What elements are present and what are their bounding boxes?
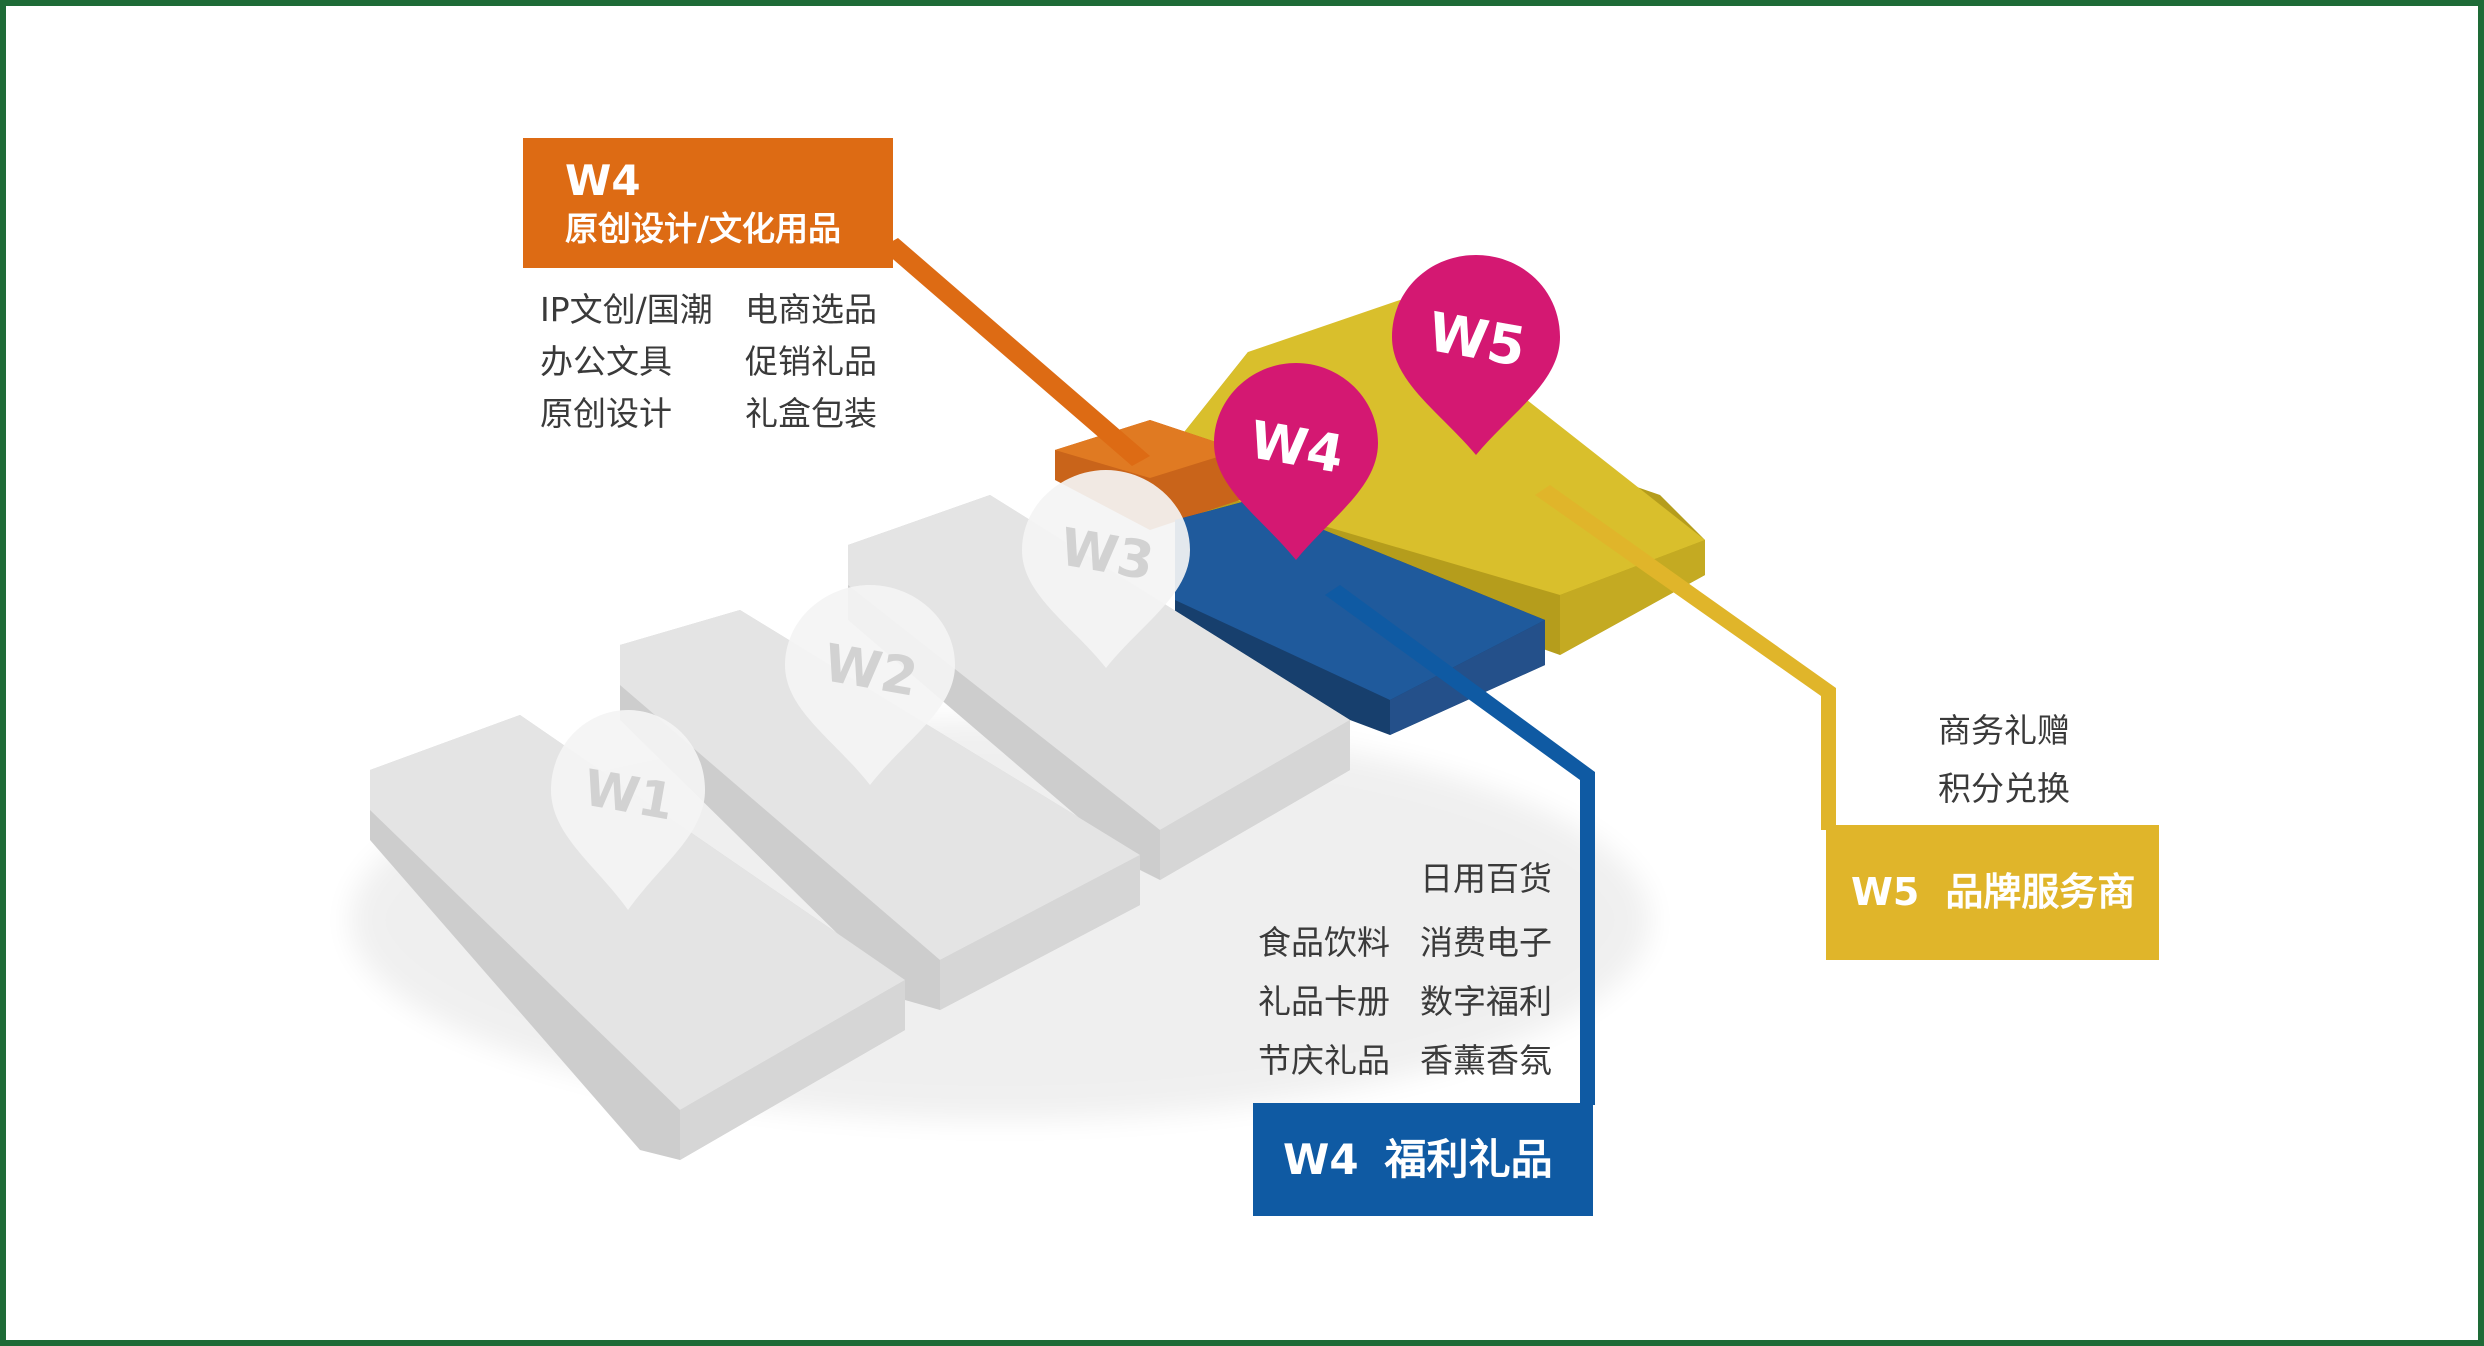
pin-w4[interactable]: W4	[1214, 363, 1378, 560]
w5-brand-name: 品牌服务商	[1945, 870, 2136, 914]
w5-brand-label-box[interactable]: W5 品牌服务商	[1826, 825, 2159, 960]
category-item: 电商选品	[745, 290, 877, 329]
w4-culture-items-left: IP文创/国潮 办公文具 原创设计	[540, 284, 713, 440]
pin-w1[interactable]: W1	[551, 710, 705, 910]
category-item: 积分兑换	[1938, 769, 2070, 808]
category-item: 香薰香氛	[1420, 1041, 1552, 1080]
leader-line-orange	[880, 238, 1150, 466]
w4-welfare-name: 福利礼品	[1384, 1135, 1553, 1184]
category-item: 促销礼品	[745, 342, 877, 381]
w4-welfare-code: W4	[1283, 1135, 1359, 1184]
w4-welfare-item-top: 日用百货	[1420, 859, 1552, 898]
hall-w2[interactable]	[620, 610, 1140, 1010]
w5-brand-items: 商务礼赠 积分兑换	[1938, 702, 2070, 818]
category-item: 消费电子	[1420, 923, 1552, 962]
pin-w2[interactable]: W2	[785, 585, 955, 785]
category-item: 商务礼赠	[1938, 711, 2070, 750]
w4-culture-code: W4	[565, 156, 641, 205]
hall-w3[interactable]	[848, 495, 1350, 880]
w5-brand-code: W5	[1851, 870, 1920, 914]
w4-culture-items-right: 电商选品 促销礼品 礼盒包装	[745, 284, 877, 440]
hall-w1[interactable]	[370, 715, 905, 1160]
category-item: 原创设计	[540, 394, 672, 433]
pin-w5[interactable]: W5	[1392, 255, 1560, 455]
category-item: IP文创/国潮	[540, 290, 713, 329]
w4-welfare-items-left: 食品饮料 礼品卡册 节庆礼品	[1258, 913, 1390, 1090]
category-item: 节庆礼品	[1258, 1041, 1390, 1080]
category-item: 礼盒包装	[745, 394, 877, 433]
w4-welfare-label-box[interactable]: W4 福利礼品	[1253, 1103, 1593, 1216]
category-item: 食品饮料	[1258, 923, 1390, 962]
category-item: 礼品卡册	[1258, 982, 1390, 1021]
w4-culture-label-box[interactable]: W4 原创设计/文化用品	[523, 138, 893, 268]
w4-culture-name: 原创设计/文化用品	[565, 209, 842, 248]
pin-w3[interactable]: W3	[1022, 470, 1190, 668]
w4-welfare-items-right: 消费电子 数字福利 香薰香氛	[1420, 913, 1552, 1090]
category-item: 办公文具	[540, 342, 672, 381]
leader-line-yellow	[1535, 485, 1836, 830]
category-item: 数字福利	[1420, 982, 1552, 1021]
leader-line-blue	[1325, 585, 1595, 1105]
